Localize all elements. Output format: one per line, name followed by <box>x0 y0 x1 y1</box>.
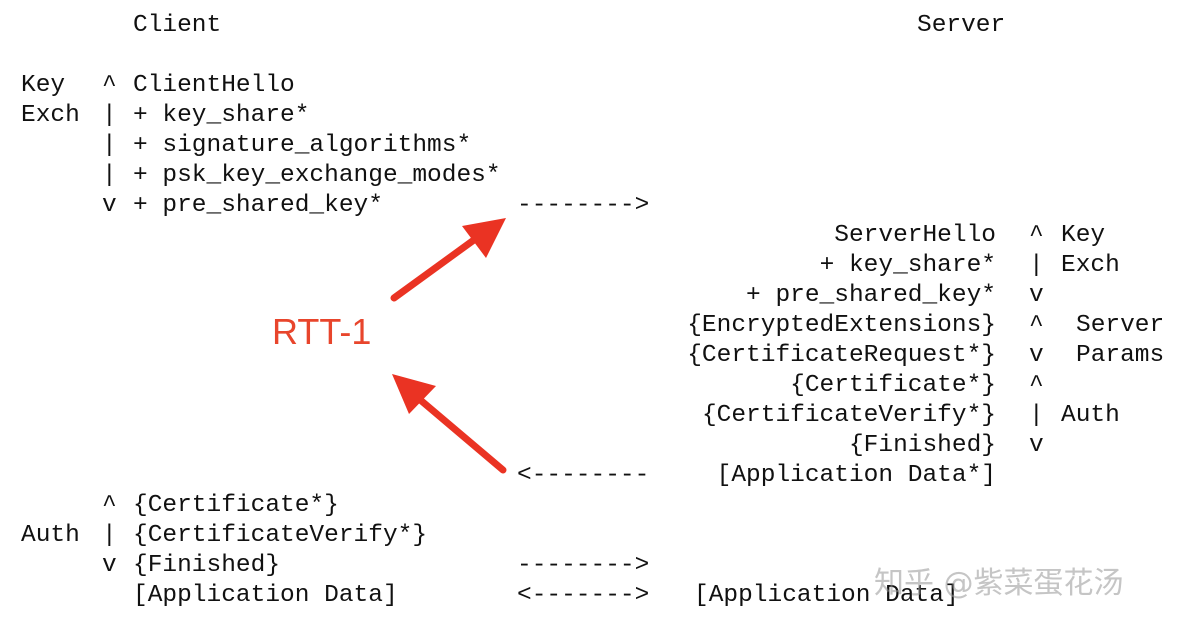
server-exch-label: Exch <box>1061 252 1120 279</box>
bracket-char: ^ <box>1029 222 1044 249</box>
client-exch-label: Exch <box>21 102 80 129</box>
client-key-label: Key <box>21 72 66 99</box>
red-arrow-up-shaft <box>390 233 482 302</box>
client-message: [Application Data] <box>133 582 398 609</box>
server-params-label: Params <box>1076 342 1165 369</box>
bracket-char: ^ <box>102 492 117 519</box>
client-message: ClientHello <box>133 72 295 99</box>
bracket-char: v <box>1029 282 1044 309</box>
bracket-char: ^ <box>102 72 117 99</box>
server-message: [Application Data*] <box>716 462 996 489</box>
server-message: {Certificate*} <box>790 372 996 399</box>
client-message: + signature_algorithms* <box>133 132 472 159</box>
server-server-label: Server <box>1076 312 1165 339</box>
bracket-char: | <box>102 132 117 159</box>
client-message: {Certificate*} <box>133 492 339 519</box>
server-message: ServerHello <box>834 222 996 249</box>
server-message: {CertificateRequest*} <box>687 342 996 369</box>
bracket-char: | <box>1029 402 1044 429</box>
bracket-char: | <box>102 162 117 189</box>
bracket-char: | <box>102 522 117 549</box>
client-message: {Finished} <box>133 552 281 579</box>
watermark: 知乎 @紫菜蛋花汤 <box>874 566 1124 601</box>
server-message: {CertificateVerify*} <box>701 402 996 429</box>
client-auth-label: Auth <box>21 522 80 549</box>
bracket-char: v <box>102 192 117 219</box>
bracket-char: | <box>1029 252 1044 279</box>
server-message: + pre_shared_key* <box>746 282 996 309</box>
client-header: Client <box>133 12 222 39</box>
server-key-label: Key <box>1061 222 1106 249</box>
client-message: {CertificateVerify*} <box>133 522 428 549</box>
server-auth-label: Auth <box>1061 402 1120 429</box>
client-message: + pre_shared_key* <box>133 192 383 219</box>
bracket-char: | <box>102 102 117 129</box>
red-arrow-down-head <box>392 374 436 414</box>
bracket-char: ^ <box>1029 372 1044 399</box>
server-message: {EncryptedExtensions} <box>687 312 996 339</box>
arrow-left-1: <-------- <box>517 462 650 489</box>
bracket-char: ^ <box>1029 312 1044 339</box>
bracket-char: v <box>1029 432 1044 459</box>
bracket-char: v <box>1029 342 1044 369</box>
client-message: + psk_key_exchange_modes* <box>133 162 501 189</box>
red-arrow-up-head <box>462 218 506 258</box>
server-message: {Finished} <box>848 432 996 459</box>
client-message: + key_share* <box>133 102 310 129</box>
arrow-bidirectional: <-------> <box>517 582 650 609</box>
rtt-annotation: RTT-1 <box>272 311 372 352</box>
server-message: + key_share* <box>819 252 996 279</box>
server-header: Server <box>917 12 1006 39</box>
server-application-data: [Application Data] <box>694 582 959 609</box>
red-arrow-down-shaft <box>414 394 507 474</box>
bracket-char: v <box>102 552 117 579</box>
arrow-right-2: --------> <box>517 552 650 579</box>
arrow-right-1: --------> <box>517 192 650 219</box>
